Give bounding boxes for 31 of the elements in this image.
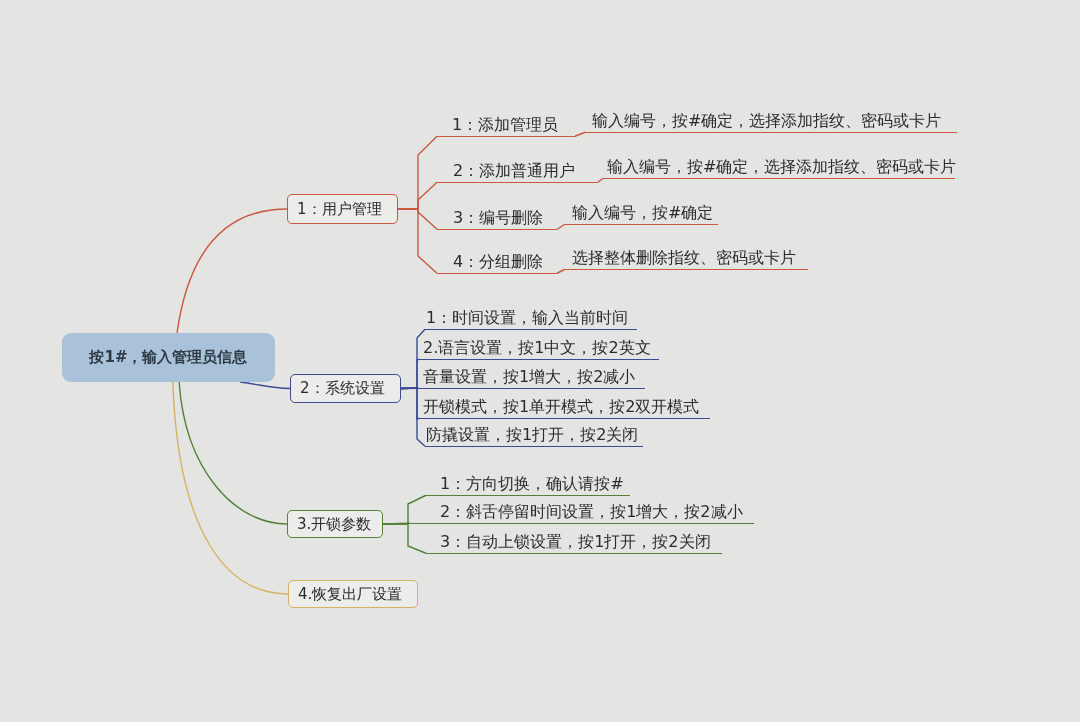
connector-line xyxy=(178,381,288,525)
topic-box: 2：系统设置 xyxy=(290,374,401,403)
connector-line xyxy=(172,381,289,595)
connector-line xyxy=(574,131,586,137)
detail-label: 输入编号，按#确定，选择添加指纹、密码或卡片 xyxy=(585,110,957,133)
connector-line xyxy=(176,208,288,334)
connector-line xyxy=(556,223,566,230)
connector-line xyxy=(597,177,604,183)
subtopic-label: 1：添加管理员 xyxy=(437,114,575,137)
subtopic-label: 1：方向切换，确认请按# xyxy=(426,474,630,496)
topic-box: 3.开锁参数 xyxy=(287,510,383,538)
subtopic-label: 2：添加普通用户 xyxy=(437,160,598,183)
subtopic-label: 3：编号删除 xyxy=(437,207,557,230)
connector-line xyxy=(239,381,291,390)
topic-box: 1：用户管理 xyxy=(287,194,398,224)
subtopic-label: 开锁模式，按1单开模式，按2双开模式 xyxy=(419,397,710,419)
central-topic-box: 按1#，输入管理员信息 xyxy=(62,333,275,382)
subtopic-label: 2：斜舌停留时间设置，按1增大，按2减小 xyxy=(410,502,754,524)
subtopic-label: 3：自动上锁设置，按1打开，按2关闭 xyxy=(426,532,722,554)
subtopic-label: 音量设置，按1增大，按2减小 xyxy=(419,367,645,389)
subtopic-label: 1：时间设置，输入当前时间 xyxy=(425,308,637,330)
subtopic-label: 4：分组删除 xyxy=(437,251,557,274)
connector-line xyxy=(556,268,566,274)
detail-label: 输入编号，按#确定 xyxy=(565,202,718,225)
detail-label: 输入编号，按#确定，选择添加指纹、密码或卡片 xyxy=(603,156,955,179)
connector-line xyxy=(382,523,427,554)
detail-label: 选择整体删除指纹、密码或卡片 xyxy=(565,247,808,270)
subtopic-label: 防撬设置，按1打开，按2关闭 xyxy=(425,425,643,447)
subtopic-label: 2.语言设置，按1中文，按2英文 xyxy=(419,338,659,360)
connector-line xyxy=(400,387,426,447)
topic-box: 4.恢复出厂设置 xyxy=(288,580,418,608)
